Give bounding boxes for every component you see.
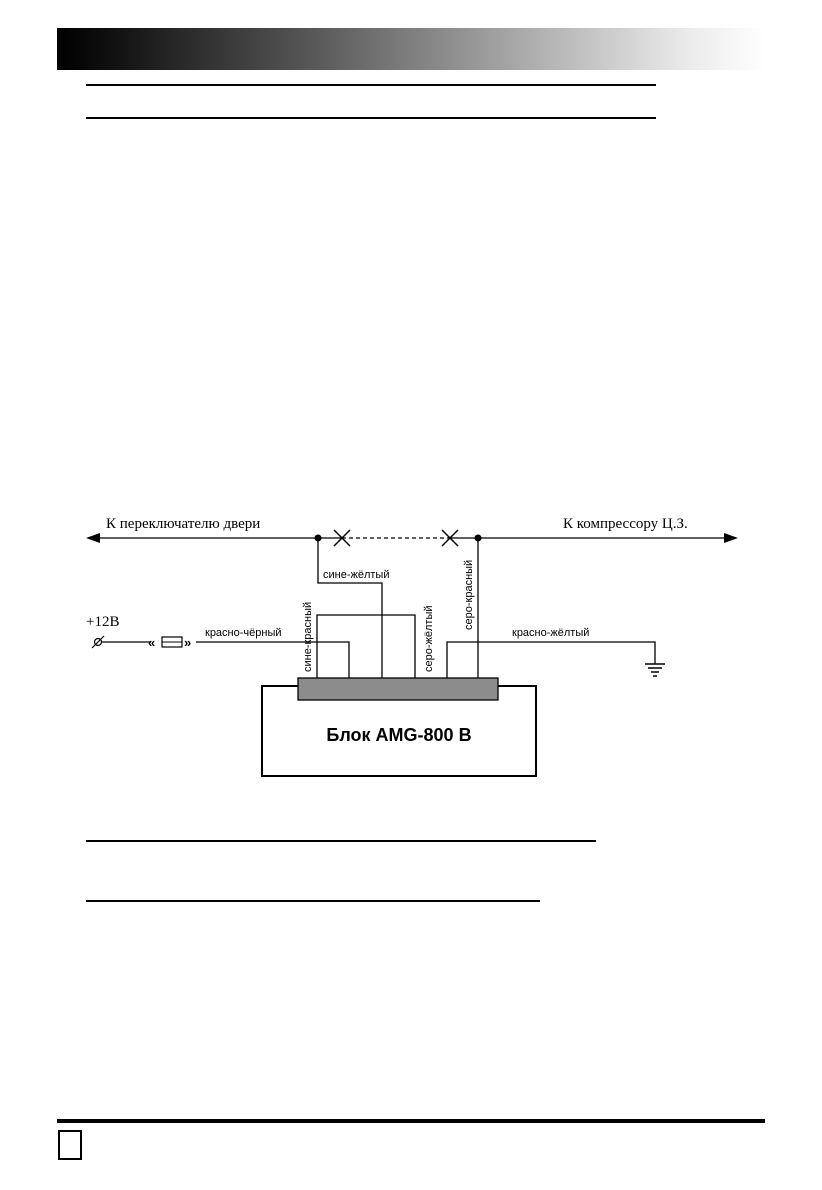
label-compressor: К компрессору Ц.З. [563,516,688,532]
label-wire-gray-yellow: серо-жёлтый [423,606,435,673]
label-wire-red-black: красно-чёрный [205,627,282,639]
label-wire-blue-red: сине-красный [302,602,314,672]
label-door-switch: К переключателю двери [106,516,260,532]
blank-line-4 [86,900,540,902]
label-wire-gray-red: серо-красный [463,560,475,630]
wire-blue-yellow [317,538,383,678]
blank-line-3 [86,840,596,842]
blank-line-2 [86,117,656,119]
connector-strip [297,677,499,701]
connector-right-icon: » [184,635,191,650]
wire-gray-yellow-loop [316,614,416,678]
label-power: +12В [86,614,119,630]
label-wire-red-yellow: красно-жёлтый [512,627,589,639]
cut-mark-icon [333,529,351,547]
page-number-box [58,1130,82,1160]
label-wire-blue-yellow: сине-жёлтый [323,569,389,581]
connector-left-icon: « [148,635,155,650]
ground-icon [645,663,665,677]
arrow-right-icon [724,533,738,543]
arrow-left-icon [86,533,100,543]
terminal-icon [91,635,105,649]
blank-line-1 [86,84,656,86]
block-label: Блок AMG-800 B [326,725,471,745]
cut-mark-icon [441,529,459,547]
wire-red-yellow [446,641,656,678]
header-gradient-bar [57,28,765,70]
footer-rule [57,1119,765,1123]
